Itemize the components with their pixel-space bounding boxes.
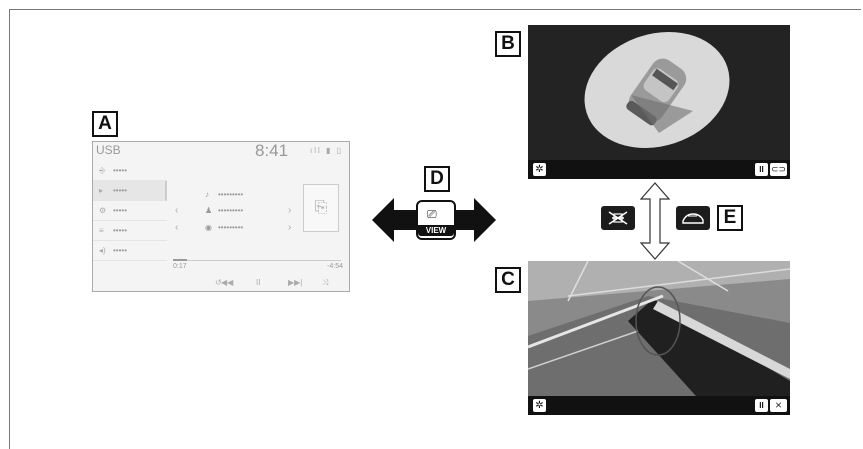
song-text: ••••••••• — [218, 190, 244, 199]
label-a: A — [92, 111, 118, 137]
bird-eye-view-screen: ✲ II ⊂⊃ — [528, 25, 790, 179]
disc-icon: ◉ — [205, 223, 212, 232]
person-icon: ♟ — [205, 206, 213, 215]
view-button-label: VIEW — [418, 225, 454, 236]
prev-chevron-icon[interactable]: ‹ — [175, 205, 179, 216]
speaker-icon: ◂) — [99, 246, 106, 255]
label-d: D — [424, 166, 450, 192]
track-album: ◉ ••••••••• — [205, 223, 243, 232]
camera-icon: ⎚ — [427, 207, 437, 221]
label-b: B — [495, 31, 521, 57]
rewind-icon[interactable]: ◀◀ — [221, 278, 234, 287]
screen-c-toolbar: ✲ II ⨯ — [528, 396, 790, 415]
label-e: E — [717, 205, 743, 231]
pause-icon[interactable]: II — [755, 399, 768, 412]
track-artist: ♟ ••••••••• — [205, 206, 243, 215]
usb-icon: ⎘ — [303, 184, 339, 232]
sidebar-item-label: ••••• — [113, 246, 128, 255]
vehicle-top-view-image — [584, 32, 730, 148]
sidebar-item-label: ••••• — [113, 226, 128, 235]
audio-header: USB 8:41 ıll ▮ ▯ — [93, 142, 349, 160]
pause-icon[interactable]: II — [755, 163, 768, 176]
audio-sidebar: ⎆ ••••• ▸ ••••• ⚙ ••••• ≡ ••••• ◂) ••••• — [93, 161, 167, 261]
clock: 8:41 — [255, 141, 289, 160]
play-icon: ▸ — [99, 186, 104, 195]
fast-forward-icon[interactable]: ▶▶| — [288, 278, 303, 287]
view-button[interactable]: ⎚ VIEW — [416, 200, 456, 240]
pause-icon[interactable]: II — [256, 278, 261, 287]
audio-screen: USB 8:41 ıll ▮ ▯ ⎆ ••••• ▸ ••••• ⚙ ••••• ≡ •… — [92, 141, 350, 292]
prev-chevron-icon[interactable]: ‹ — [175, 222, 179, 233]
status-icons: ıll ▮ ▯ — [309, 146, 343, 155]
next-chevron-icon[interactable]: › — [288, 205, 292, 216]
music-note-icon: ♪ — [205, 190, 209, 199]
screen-b-toolbar: ✲ II ⊂⊃ — [528, 160, 790, 179]
elapsed-time: 0:17 — [173, 263, 187, 270]
album-text: ••••••••• — [218, 223, 244, 232]
repeat-icon[interactable]: ↺ — [215, 278, 222, 287]
sidebar-item-label: ••••• — [113, 166, 128, 175]
label-c: C — [495, 267, 521, 293]
road-perspective-image — [528, 261, 790, 396]
shuffle-icon[interactable]: ⤨ — [322, 278, 329, 287]
next-chevron-icon[interactable]: › — [288, 222, 292, 233]
settings-icon: ⚙ — [99, 206, 107, 215]
double-arrow-vertical-icon — [640, 182, 670, 260]
car-view-icon — [676, 206, 710, 230]
figure-frame — [9, 9, 861, 449]
road-view-screen: ✲ II ⨯ — [528, 261, 790, 415]
sidebar-item-label: ••••• — [113, 206, 128, 215]
surround-view-icon — [601, 206, 635, 230]
sidebar-item-list[interactable]: ≡ ••••• — [93, 221, 167, 241]
gear-icon[interactable]: ✲ — [533, 399, 546, 412]
source-icon: ⎆ — [99, 165, 106, 175]
sidebar-item-sound[interactable]: ◂) ••••• — [93, 241, 167, 261]
sidebar-item-play[interactable]: ▸ ••••• — [93, 181, 167, 201]
list-icon: ≡ — [99, 226, 104, 235]
gear-icon[interactable]: ✲ — [533, 163, 546, 176]
sidebar-item-label: ••••• — [113, 186, 128, 195]
sidebar-item-source[interactable]: ⎆ ••••• — [93, 161, 167, 181]
surround-view-icon[interactable]: ⨯ — [770, 399, 787, 412]
remaining-time: -4:54 — [327, 263, 343, 270]
progress-fill — [173, 259, 187, 261]
source-title: USB — [96, 143, 121, 157]
car-view-icon[interactable]: ⊂⊃ — [770, 163, 787, 176]
artist-text: ••••••••• — [218, 206, 244, 215]
progress-track[interactable] — [173, 260, 341, 261]
sidebar-item-settings[interactable]: ⚙ ••••• — [93, 201, 167, 221]
track-song: ♪ ••••••••• — [205, 190, 243, 199]
